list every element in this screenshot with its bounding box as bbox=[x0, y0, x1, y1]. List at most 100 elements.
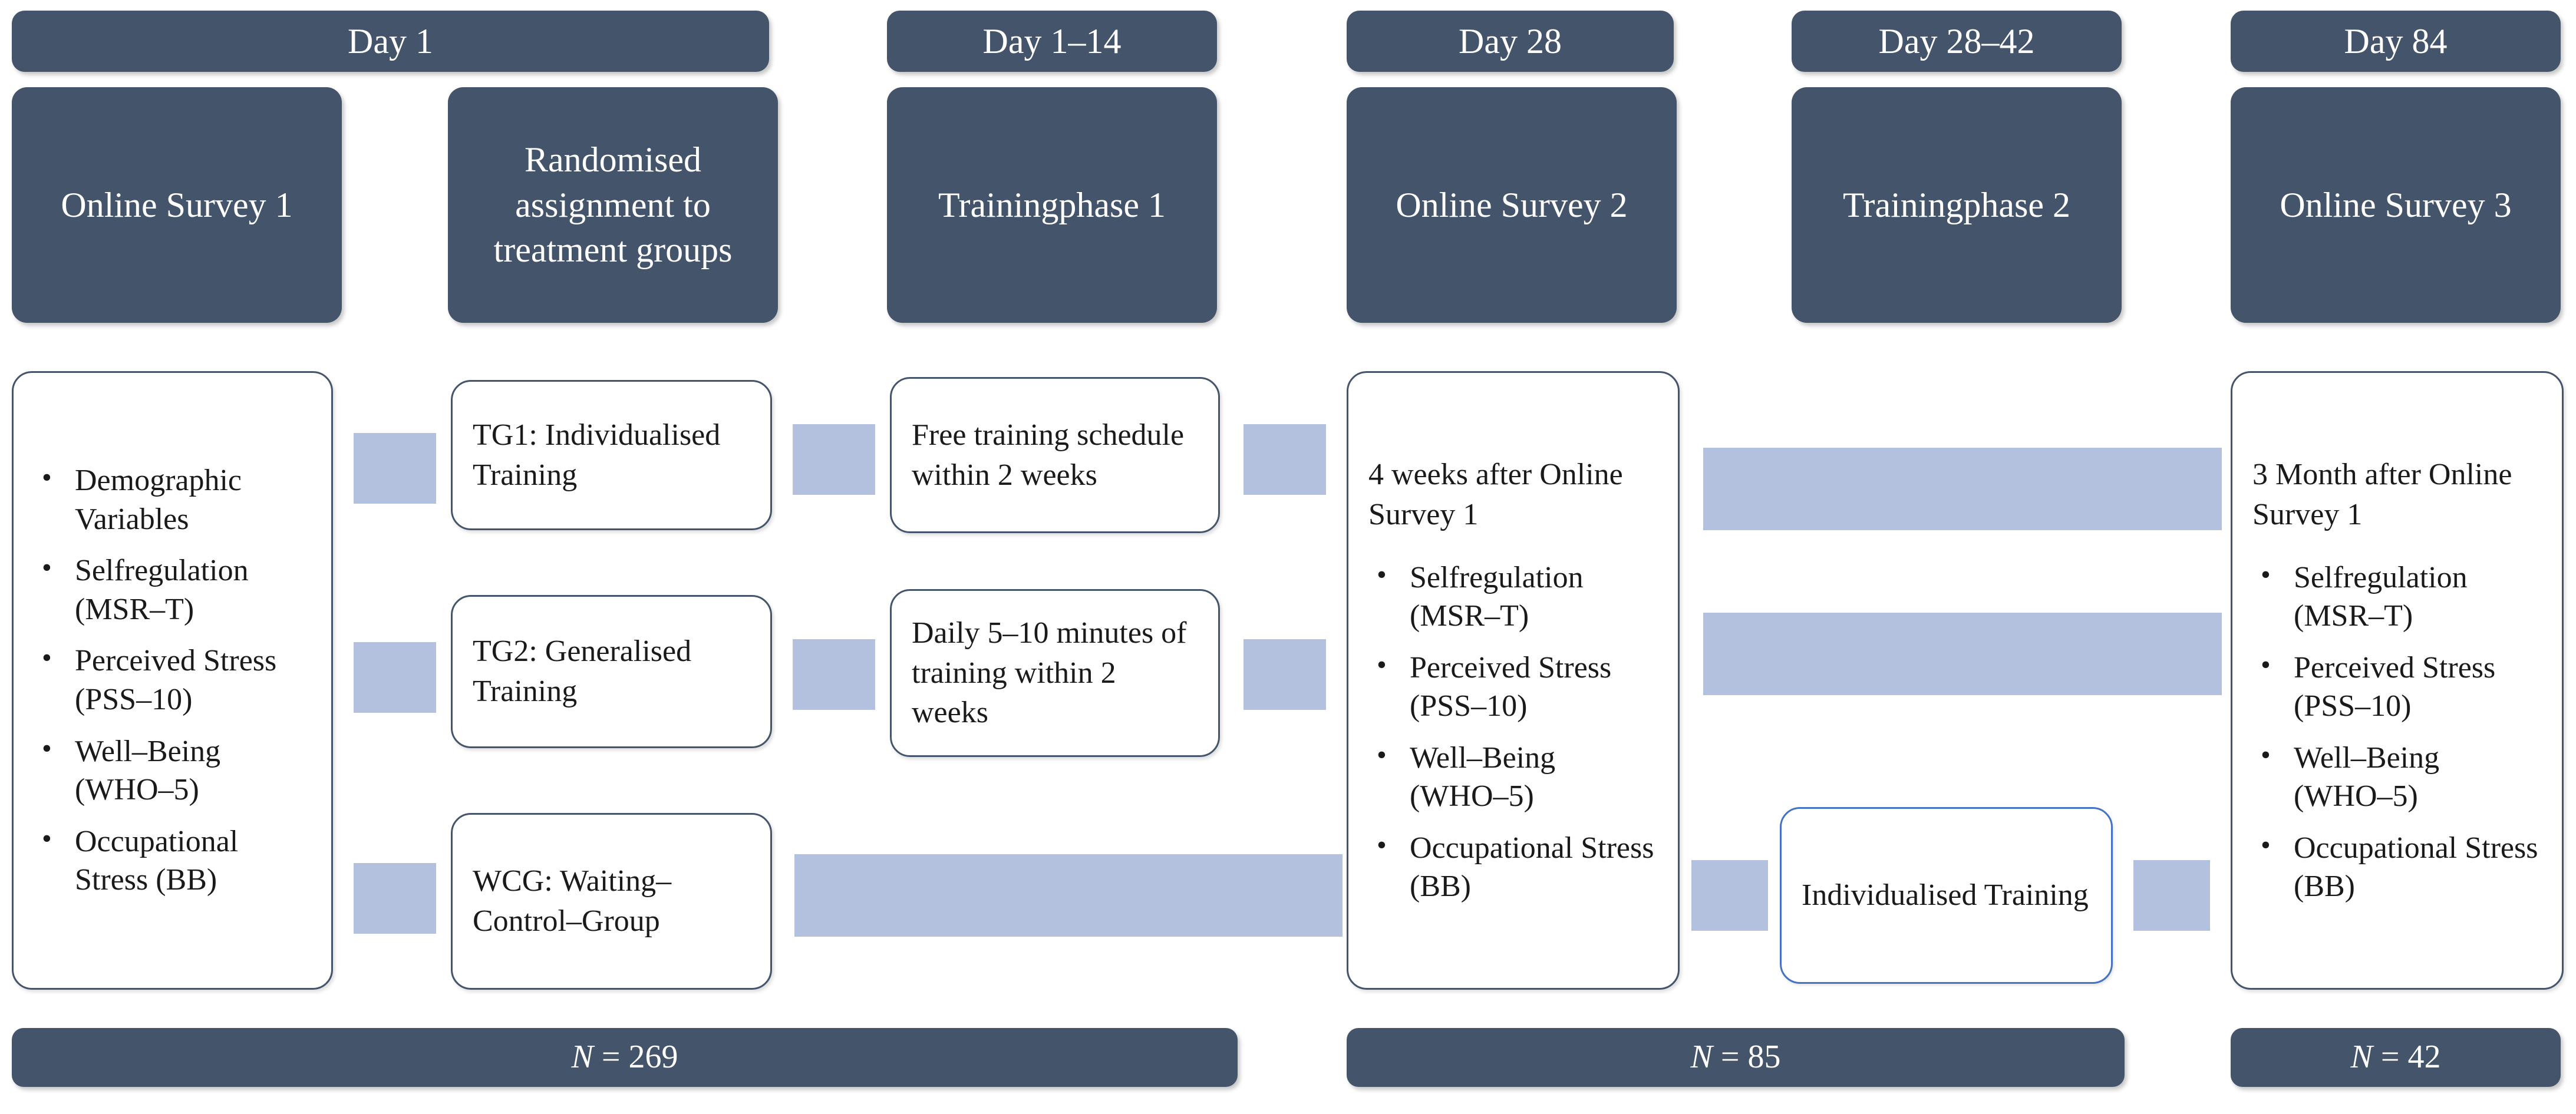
sample-size-symbol: N bbox=[2350, 1039, 2373, 1076]
bullet-icon: • bbox=[1377, 829, 1387, 861]
arrow-survey-2-to-crossover bbox=[1691, 860, 1768, 931]
arrow-tg1-to-free-schedule bbox=[793, 424, 875, 495]
arrow-right-icon bbox=[1244, 424, 1326, 495]
list-item-label: Demographic Variables bbox=[75, 464, 242, 536]
list-item-label: Occupational Stress (BB) bbox=[75, 824, 239, 897]
bullet-icon: • bbox=[42, 822, 52, 854]
sample-size-bar-42: N = 42 bbox=[2231, 1028, 2561, 1087]
timeline-header-day-1: Day 1 bbox=[12, 11, 769, 72]
arrow-survey-2-to-survey-3-tg2-long bbox=[1703, 613, 2222, 695]
list-item: • Perceived Stress (PSS–10) bbox=[2252, 649, 2542, 726]
bullet-icon: • bbox=[1377, 649, 1387, 680]
training-schedule-box-free: Free training schedule within 2 weeks bbox=[890, 377, 1220, 533]
timeline-header-day-28: Day 28 bbox=[1347, 11, 1674, 72]
list-item-label: Well–Being (WHO–5) bbox=[2294, 741, 2440, 814]
list-item: • Well–Being (WHO–5) bbox=[2252, 739, 2542, 816]
arrow-wcg-to-survey-2-long bbox=[794, 854, 1343, 937]
timeline-header-day-84: Day 84 bbox=[2231, 11, 2561, 72]
list-item-label: Well–Being (WHO–5) bbox=[1410, 741, 1556, 814]
sample-size-symbol: N bbox=[571, 1039, 593, 1076]
group-box-wcg: WCG: Waiting–Control–Group bbox=[451, 813, 772, 990]
list-item: • Demographic Variables bbox=[34, 461, 311, 538]
group-box-tg2-label: TG2: Generalised Training bbox=[473, 634, 692, 708]
list-item: • Perceived Stress (PSS–10) bbox=[1368, 649, 1658, 726]
list-item: • Selfregulation (MSR–T) bbox=[34, 551, 311, 629]
list-item-label: Selfregulation (MSR–T) bbox=[75, 554, 249, 626]
bullet-icon: • bbox=[42, 552, 52, 584]
sample-size-bar-85: N = 85 bbox=[1347, 1028, 2125, 1087]
sample-size-value: = 42 bbox=[2372, 1039, 2441, 1076]
followup-4-weeks-heading: 4 weeks after Online Survey 1 bbox=[1368, 458, 1623, 531]
list-item: • Well–Being (WHO–5) bbox=[1368, 739, 1658, 816]
list-item: • Occupational Stress (BB) bbox=[2252, 829, 2542, 906]
followup-3-month-list: • Selfregulation (MSR–T) • Perceived Str… bbox=[2252, 558, 2542, 906]
phase-box-online-survey-3: Online Survey 3 bbox=[2231, 87, 2561, 323]
followup-box-4-weeks: 4 weeks after Online Survey 1 • Selfregu… bbox=[1347, 371, 1680, 990]
bullet-icon: • bbox=[2261, 649, 2271, 680]
group-box-wcg-label: WCG: Waiting–Control–Group bbox=[473, 864, 672, 938]
sample-size-value: = 269 bbox=[593, 1039, 678, 1076]
baseline-measures-box: • Demographic Variables • Selfregulation… bbox=[12, 371, 333, 990]
arrow-right-icon bbox=[354, 642, 436, 713]
crossover-box-individualised-training: Individualised Training bbox=[1780, 807, 2113, 984]
group-box-tg2: TG2: Generalised Training bbox=[451, 595, 772, 748]
arrow-right-long-icon bbox=[1703, 448, 2222, 530]
arrow-right-icon bbox=[354, 433, 436, 504]
list-item-label: Perceived Stress (PSS–10) bbox=[2294, 650, 2496, 723]
arrow-right-icon bbox=[1244, 639, 1326, 710]
sample-size-value: = 85 bbox=[1712, 1039, 1781, 1076]
list-item: • Well–Being (WHO–5) bbox=[34, 732, 311, 809]
bullet-icon: • bbox=[42, 642, 52, 674]
training-schedule-free-label: Free training schedule within 2 weeks bbox=[912, 418, 1185, 492]
sample-size-bar-269: N = 269 bbox=[12, 1028, 1238, 1087]
list-item: • Selfregulation (MSR–T) bbox=[2252, 558, 2542, 636]
arrow-right-icon bbox=[354, 863, 436, 934]
sample-size-symbol: N bbox=[1690, 1039, 1713, 1076]
list-item: • Selfregulation (MSR–T) bbox=[1368, 558, 1658, 636]
bullet-icon: • bbox=[2261, 829, 2271, 861]
training-schedule-box-daily: Daily 5–10 minutes of training within 2 … bbox=[890, 589, 1220, 757]
arrow-baseline-to-wcg bbox=[354, 863, 436, 934]
arrow-right-long-icon bbox=[794, 854, 1343, 937]
list-item-label: Selfregulation (MSR–T) bbox=[1410, 560, 1584, 633]
phase-box-online-survey-1: Online Survey 1 bbox=[12, 87, 342, 323]
list-item: • Occupational Stress (BB) bbox=[1368, 829, 1658, 906]
arrow-right-icon bbox=[793, 424, 875, 495]
list-item-label: Occupational Stress (BB) bbox=[2294, 831, 2538, 904]
bullet-icon: • bbox=[2261, 558, 2271, 590]
bullet-icon: • bbox=[1377, 739, 1387, 771]
arrow-survey-2-to-survey-3-tg1-long bbox=[1703, 448, 2222, 530]
followup-3-month-heading: 3 Month after Online Survey 1 bbox=[2252, 458, 2512, 531]
list-item-label: Selfregulation (MSR–T) bbox=[2294, 560, 2468, 633]
arrow-right-icon bbox=[1691, 860, 1768, 931]
followup-box-3-month: 3 Month after Online Survey 1 • Selfregu… bbox=[2231, 371, 2564, 990]
arrow-right-long-icon bbox=[1703, 613, 2222, 695]
crossover-box-label: Individualised Training bbox=[1802, 878, 2089, 913]
list-item-label: Perceived Stress (PSS–10) bbox=[1410, 650, 1612, 723]
training-schedule-daily-label: Daily 5–10 minutes of training within 2 … bbox=[912, 616, 1187, 730]
arrow-right-icon bbox=[2133, 860, 2210, 931]
arrow-baseline-to-tg2 bbox=[354, 642, 436, 713]
list-item-label: Well–Being (WHO–5) bbox=[75, 734, 221, 807]
arrow-crossover-to-survey-3 bbox=[2133, 860, 2210, 931]
bullet-icon: • bbox=[42, 732, 52, 764]
list-item-label: Perceived Stress (PSS–10) bbox=[75, 644, 277, 716]
bullet-icon: • bbox=[1377, 558, 1387, 590]
group-box-tg1: TG1: Individualised Training bbox=[451, 380, 772, 530]
bullet-icon: • bbox=[2261, 739, 2271, 771]
timeline-header-day-1-14: Day 1–14 bbox=[887, 11, 1217, 72]
baseline-measures-list: • Demographic Variables • Selfregulation… bbox=[34, 461, 311, 899]
phase-box-trainingphase-1: Trainingphase 1 bbox=[887, 87, 1217, 323]
phase-box-trainingphase-2: Trainingphase 2 bbox=[1792, 87, 2122, 323]
list-item-label: Occupational Stress (BB) bbox=[1410, 831, 1654, 904]
arrow-right-icon bbox=[793, 639, 875, 710]
arrow-baseline-to-tg1 bbox=[354, 433, 436, 504]
timeline-header-day-28-42: Day 28–42 bbox=[1792, 11, 2122, 72]
list-item: • Occupational Stress (BB) bbox=[34, 822, 311, 900]
list-item: • Perceived Stress (PSS–10) bbox=[34, 642, 311, 719]
phase-box-online-survey-2: Online Survey 2 bbox=[1347, 87, 1677, 323]
arrow-daily-schedule-to-survey-2 bbox=[1244, 639, 1326, 710]
group-box-tg1-label: TG1: Individualised Training bbox=[473, 418, 721, 492]
bullet-icon: • bbox=[42, 462, 52, 494]
